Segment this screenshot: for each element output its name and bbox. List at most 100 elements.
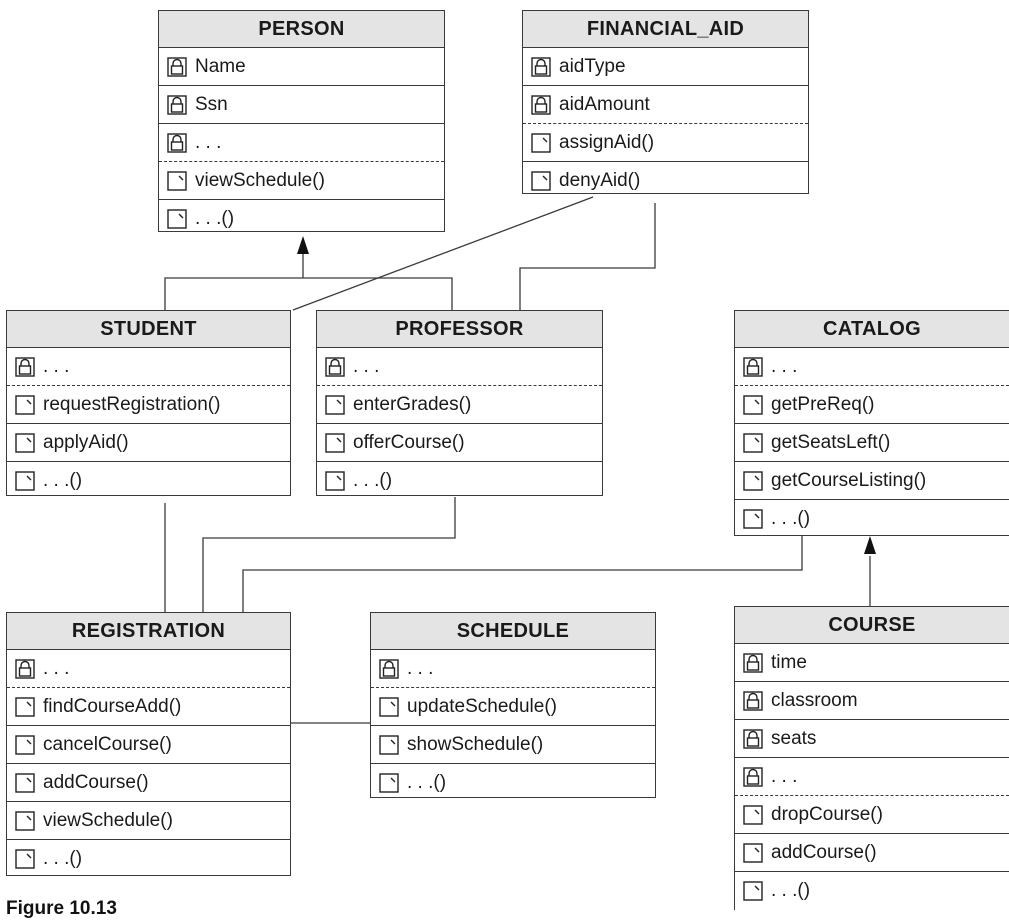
attribute-row: . . . [7, 650, 290, 688]
operation-page-icon [743, 509, 763, 529]
student-class[interactable]: STUDENT . . . requestRegistration() appl… [6, 310, 291, 496]
operation-page-icon [325, 432, 345, 453]
attribute-row: . . . [735, 758, 1009, 796]
operation-label: viewSchedule() [195, 169, 325, 191]
lock-attribute-icon [531, 94, 551, 115]
operation-row: showSchedule() [371, 726, 655, 764]
operation-page-icon [15, 734, 35, 755]
attribute-row: Ssn [159, 86, 444, 124]
lock-attribute-icon [531, 56, 551, 77]
operation-row: getSeatsLeft() [735, 424, 1009, 462]
attribute-row: seats [735, 720, 1009, 758]
operation-page-icon [15, 432, 35, 453]
operation-label: viewSchedule() [43, 809, 173, 831]
operation-label: . . .() [43, 470, 83, 491]
operation-page-icon [743, 470, 763, 491]
lock-attribute-icon [743, 690, 763, 711]
operation-label: . . .() [195, 208, 235, 229]
course-class[interactable]: COURSE time classroom seats . . . dropCo… [734, 606, 1009, 910]
operation-page-icon [15, 696, 35, 717]
attribute-row: . . . [735, 348, 1009, 386]
financial-aid-class[interactable]: FINANCIAL_AID aidType aidAmount assignAi… [522, 10, 809, 194]
attribute-label: time [771, 651, 807, 673]
class-title: REGISTRATION [7, 613, 290, 650]
operation-label: offerCourse() [353, 431, 465, 453]
operation-row: cancelCourse() [7, 726, 290, 764]
operation-label: getPreReq() [771, 393, 875, 415]
attribute-label: Ssn [195, 93, 228, 115]
attribute-row: . . . [371, 650, 655, 688]
attribute-label: . . . [195, 131, 222, 153]
operation-page-icon [15, 772, 35, 793]
operation-page-icon [743, 881, 763, 901]
operation-row: . . .() [7, 462, 290, 500]
operation-row: getCourseListing() [735, 462, 1009, 500]
operation-label: applyAid() [43, 431, 129, 453]
catalog-class[interactable]: CATALOG . . . getPreReq() getSeatsLeft()… [734, 310, 1009, 536]
operation-label: . . .() [43, 848, 83, 869]
lock-attribute-icon [743, 356, 763, 377]
operation-row: denyAid() [523, 162, 808, 200]
operation-row: findCourseAdd() [7, 688, 290, 726]
operation-page-icon [325, 394, 345, 415]
attribute-row: classroom [735, 682, 1009, 720]
catalog-registration-association [242, 536, 803, 612]
figure-caption: Figure 10.13 [6, 898, 117, 919]
operation-label: . . .() [771, 880, 811, 901]
operation-label: getCourseListing() [771, 469, 927, 491]
operation-label: showSchedule() [407, 733, 544, 755]
operation-page-icon [743, 842, 763, 863]
lock-attribute-icon [167, 132, 187, 153]
attribute-row: . . . [317, 348, 602, 386]
operation-page-icon [15, 394, 35, 415]
operation-label: cancelCourse() [43, 733, 172, 755]
operation-page-icon [743, 394, 763, 415]
attribute-label: classroom [771, 689, 858, 711]
attribute-label: . . . [43, 355, 70, 377]
operation-label: addCourse() [43, 771, 149, 793]
operation-row: addCourse() [735, 834, 1009, 872]
class-title: SCHEDULE [371, 613, 655, 650]
attribute-label: aidType [559, 55, 626, 77]
person-generalization-arrowhead [297, 236, 309, 254]
attribute-label: . . . [407, 657, 434, 679]
student-financial-aid-association [292, 196, 594, 311]
operation-page-icon [167, 170, 187, 191]
attribute-label: . . . [43, 657, 70, 679]
professor-class[interactable]: PROFESSOR . . . enterGrades() offerCours… [316, 310, 603, 496]
registration-class[interactable]: REGISTRATION . . . findCourseAdd() cance… [6, 612, 291, 876]
operation-page-icon [15, 471, 35, 491]
attribute-label: . . . [771, 355, 798, 377]
operation-label: findCourseAdd() [43, 695, 182, 717]
operation-row: . . .() [735, 500, 1009, 538]
person-class[interactable]: PERSON Name Ssn . . . viewSchedule() . .… [158, 10, 445, 232]
operation-label: addCourse() [771, 841, 877, 863]
catalog-generalization-arrowhead [864, 536, 876, 554]
operation-row: requestRegistration() [7, 386, 290, 424]
lock-attribute-icon [15, 356, 35, 377]
operation-row: updateSchedule() [371, 688, 655, 726]
operation-page-icon [379, 734, 399, 755]
attribute-row: . . . [159, 124, 444, 162]
operation-row: . . .() [371, 764, 655, 802]
class-title: FINANCIAL_AID [523, 11, 808, 48]
class-title: PERSON [159, 11, 444, 48]
operation-label: . . .() [353, 470, 393, 491]
operation-page-icon [379, 773, 399, 793]
class-title: COURSE [735, 607, 1009, 644]
operation-label: updateSchedule() [407, 695, 557, 717]
operation-label: . . .() [771, 508, 811, 529]
attribute-row: Name [159, 48, 444, 86]
operation-page-icon [531, 132, 551, 153]
operation-label: getSeatsLeft() [771, 431, 891, 453]
operation-page-icon [379, 696, 399, 717]
operation-label: dropCourse() [771, 803, 883, 825]
schedule-class[interactable]: SCHEDULE . . . updateSchedule() showSche… [370, 612, 656, 798]
lock-attribute-icon [167, 56, 187, 77]
operation-row: . . .() [159, 200, 444, 238]
operation-row: offerCourse() [317, 424, 602, 462]
operation-page-icon [167, 209, 187, 229]
attribute-label: . . . [353, 355, 380, 377]
operation-row: . . .() [317, 462, 602, 500]
operation-row: getPreReq() [735, 386, 1009, 424]
